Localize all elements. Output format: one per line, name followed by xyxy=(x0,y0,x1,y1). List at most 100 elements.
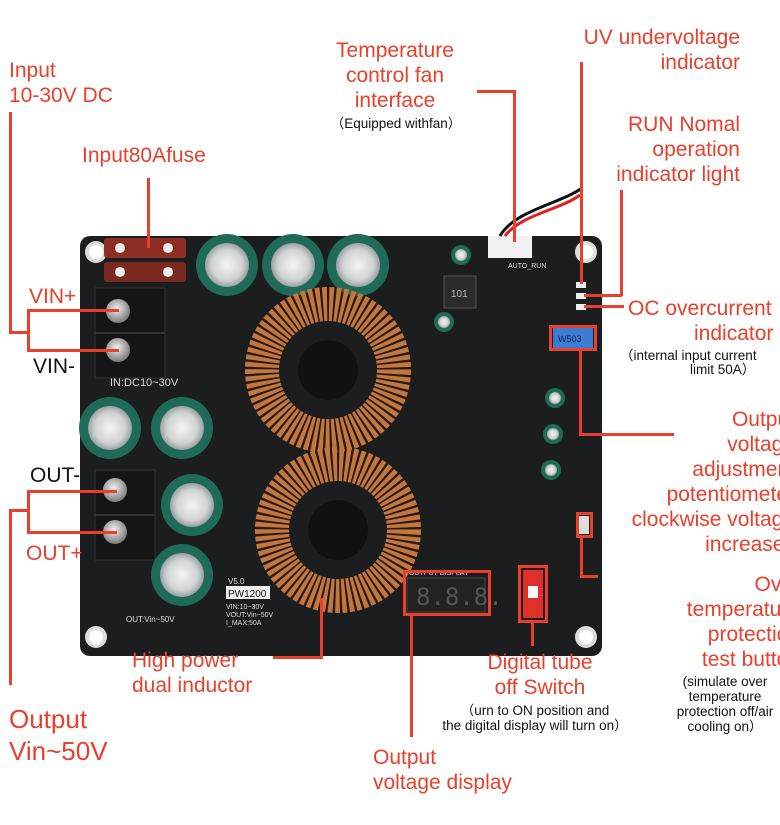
switch-highlight xyxy=(518,565,548,623)
otp-note-line1: (simulate over xyxy=(682,674,768,689)
pot-leader-v xyxy=(579,350,582,436)
fuse-leader-line xyxy=(147,178,150,248)
model-silk: PW1200 xyxy=(228,589,267,600)
switch-label-line2: off Switch xyxy=(494,676,586,699)
fan-wire-red xyxy=(503,193,581,237)
dip-switch-knob xyxy=(528,586,538,598)
pot-label-line1: Output xyxy=(731,408,780,431)
pot-label-line6: increases xyxy=(705,533,780,556)
oc-indicator-label: OC overcurrent indicator xyxy=(628,296,780,346)
inductor-leader-h xyxy=(273,656,323,659)
pot-label-line3: adjustment xyxy=(692,458,780,481)
potentiometer xyxy=(553,328,593,348)
display-label-line1: Output xyxy=(373,746,437,769)
otp-label-line4: test button xyxy=(701,648,780,671)
pot-leader-h xyxy=(579,433,674,436)
vin-bracket xyxy=(27,309,30,351)
display-label: Output voltage display xyxy=(373,745,512,795)
model-badge xyxy=(226,586,270,599)
oc-leader-h xyxy=(584,305,624,308)
switch-note-line2: the digital display will turn on） xyxy=(442,718,628,733)
fan-leader-h xyxy=(477,90,515,93)
fan-wire-black xyxy=(498,186,583,237)
inductor-label-line2: dual inductor xyxy=(132,674,253,697)
input-label-line1: Input xyxy=(9,59,56,82)
input-leader-line-h xyxy=(9,331,29,334)
indicator-leds xyxy=(576,282,586,310)
run-indicator-label: RUN Nomal operation indicator light xyxy=(616,112,740,187)
inductor-code: 101 xyxy=(451,289,468,300)
otp-note-line2: temperature xyxy=(688,689,762,704)
fan-label-line2: control fan xyxy=(345,64,445,87)
switch-leader-line xyxy=(531,622,534,646)
vin-plus-leader xyxy=(27,309,119,312)
fan-connector xyxy=(488,236,532,258)
inductor-label-line1: High power xyxy=(132,649,239,672)
otp-leader-h xyxy=(580,575,598,578)
capacitors xyxy=(79,234,565,606)
run-label-line1: RUN Nomal xyxy=(627,113,740,136)
switch-label-line1: Digital tube xyxy=(487,651,593,674)
silk-input-range: IN:DC10~30V xyxy=(110,377,179,389)
input-label-line2: 10-30V DC xyxy=(9,84,113,107)
oc-note-line1: （internal input current xyxy=(620,348,757,363)
oc-label-line2: indicator xyxy=(694,322,774,345)
run-leader-h xyxy=(584,294,622,297)
vin-plus-label: VIN+ xyxy=(29,285,77,308)
uv-label-line1: UV undervoltage xyxy=(583,26,740,49)
output-leader-h xyxy=(9,509,29,512)
fan-leader-v xyxy=(513,90,516,242)
fan-label-line3: interface xyxy=(354,89,436,112)
dual-inductor xyxy=(245,287,421,613)
pot-label-line2: voltage xyxy=(727,433,780,456)
inductor-leader-v xyxy=(320,598,323,658)
fan-interface-label: Temperature control fan interface xyxy=(310,38,480,113)
display-highlight xyxy=(403,570,491,616)
spec-vin: VIN:10~30V xyxy=(226,604,264,611)
fuse-label: Input80Afuse xyxy=(82,144,206,167)
fan-interface-note: （Equipped withfan） xyxy=(330,116,462,131)
uv-label-line2: indicator xyxy=(660,51,740,74)
output-leader-v xyxy=(9,509,12,685)
switch-note-line1: （urn to ON position and xyxy=(460,703,610,718)
otp-label-line2: temperature xyxy=(686,598,780,621)
otp-test-button xyxy=(579,516,589,534)
output-terminal xyxy=(94,469,156,561)
output-range-line2: Vin~50V xyxy=(9,736,108,766)
spec-vout: VOUT:Vin~50V xyxy=(226,612,273,619)
input-leader-line xyxy=(9,112,12,334)
inductor-label: High power dual inductor xyxy=(132,648,252,698)
otp-note-line3: protection off/air xyxy=(676,704,774,719)
vin-minus-leader xyxy=(27,349,119,352)
vin-minus-label: VIN- xyxy=(33,355,75,378)
display-switch-label: Digital tube off Switch xyxy=(470,650,610,700)
display-title: OUTPUT DISPLAY xyxy=(409,570,469,577)
version-silk: V5.0 xyxy=(228,577,245,586)
display-label-line2: voltage display xyxy=(373,771,512,794)
fuse xyxy=(104,238,186,282)
smd-inductor xyxy=(443,275,477,309)
out-bracket xyxy=(27,490,30,534)
display-switch-note: （urn to ON position and the digital disp… xyxy=(418,703,652,733)
oc-label-line1: OC overcurrent xyxy=(628,297,772,320)
out-plus-leader xyxy=(27,531,117,534)
run-leader-line xyxy=(620,190,623,296)
spec-imax: I_MAX:50A xyxy=(226,620,262,627)
otp-note: (simulate over temperature protection of… xyxy=(650,674,780,734)
otp-button-label: Over temperature protection test button xyxy=(620,572,780,672)
run-label-line3: indicator light xyxy=(616,163,740,186)
oc-note-line2: limit 50A） xyxy=(690,362,756,377)
otp-button-highlight xyxy=(576,512,593,538)
uv-leader-line xyxy=(580,62,583,284)
pot-label-line5: clockwise voltage xyxy=(631,508,780,531)
input-voltage-label: Input 10-30V DC xyxy=(9,58,113,108)
otp-note-line4: cooling on） xyxy=(687,719,763,734)
output-range-line1: Output xyxy=(9,704,88,734)
seven-segment-display xyxy=(406,577,486,613)
pot-label-line4: potentiometer xyxy=(666,483,780,506)
otp-label-line3: protection xyxy=(707,623,780,646)
output-silk: OUT:Vin~50V xyxy=(126,615,175,624)
out-minus-leader xyxy=(27,490,117,493)
output-range-label: Output Vin~50V xyxy=(9,703,108,767)
